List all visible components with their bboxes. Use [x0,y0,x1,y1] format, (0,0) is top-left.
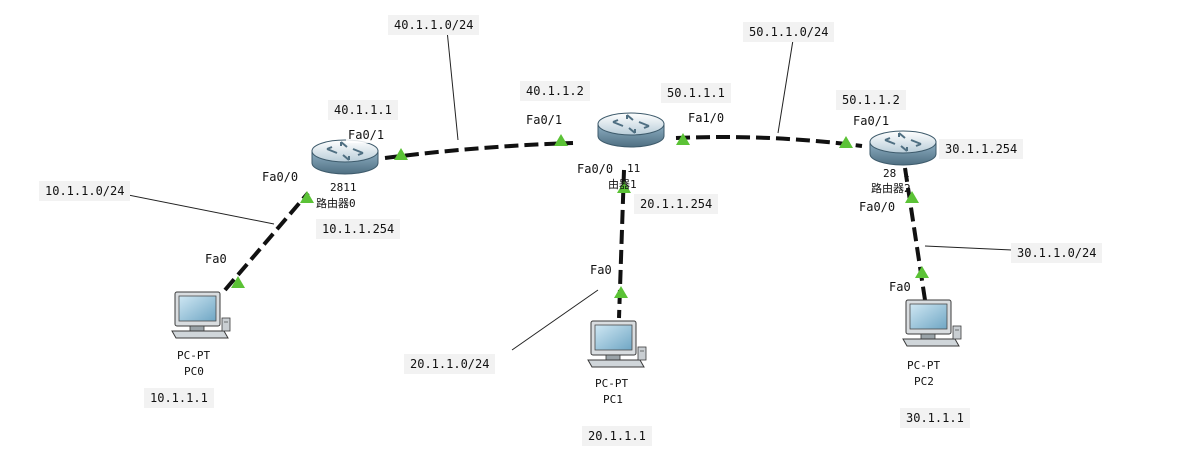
router0-fa00-ip: 10.1.1.254 [316,219,401,239]
link-pc0-router0[interactable] [223,191,310,292]
pc0-type: PC-PT [177,349,211,362]
router0-model: 2811 [330,181,357,194]
network-label-30: 30.1.1.0/24 [1011,243,1103,263]
router0-port-fa00: Fa0/0 [260,169,301,185]
router1-port-fa00: Fa0/0 [575,161,616,177]
router2-port-fa01: Fa0/1 [851,113,892,129]
pc1-ip: 20.1.1.1 [582,426,652,446]
pc2-port-fa0: Fa0 [887,279,913,295]
pc1-name: PC1 [603,393,623,406]
router2-fa00-ip: 30.1.1.254 [939,139,1024,159]
router2-port-fa00: Fa0/0 [857,199,898,215]
pc2-type: PC-PT [907,359,941,372]
router2-model: 28 1 [883,167,910,180]
link-router1-router2[interactable] [675,135,863,148]
pc2-name: PC2 [914,375,934,388]
network-label-20: 20.1.1.0/24 [404,354,496,374]
router1-fa00-ip: 20.1.1.254 [634,194,719,214]
router1-fa10-ip: 50.1.1.1 [661,83,731,103]
port-up-triangle-icon [231,133,929,298]
link-router0-router1[interactable] [384,141,574,160]
router2-fa01-ip: 50.1.1.2 [836,90,906,110]
router-icon[interactable] [597,112,665,148]
router2-name: 路由器2 [871,182,911,195]
router0-port-fa01: Fa0/1 [346,127,387,143]
pc0-ip: 10.1.1.1 [144,388,214,408]
router-icon[interactable] [311,139,379,175]
router-icon[interactable] [869,130,937,166]
network-label-40: 40.1.1.0/24 [388,15,480,35]
router1-port-fa01: Fa0/1 [524,112,565,128]
callout-lines [117,29,1013,351]
pc-icon[interactable] [902,299,962,347]
router0-name: 路由器0 [316,197,356,210]
router1-port-fa10: Fa1/0 [686,110,727,126]
router1-fa01-ip: 40.1.1.2 [520,81,590,101]
router1-name: 由器1 [608,178,637,191]
router0-fa01-ip: 40.1.1.1 [328,100,398,120]
network-label-10: 10.1.1.0/24 [39,181,131,201]
network-label-50: 50.1.1.0/24 [743,22,835,42]
pc1-type: PC-PT [595,377,629,390]
pc-icon[interactable] [171,291,231,339]
pc1-port-fa0: Fa0 [588,262,614,278]
pc0-name: PC0 [184,365,204,378]
pc2-ip: 30.1.1.1 [900,408,970,428]
router1-model: 11 [627,162,641,175]
pc-icon[interactable] [587,320,647,368]
pc0-port-fa0: Fa0 [203,251,229,267]
